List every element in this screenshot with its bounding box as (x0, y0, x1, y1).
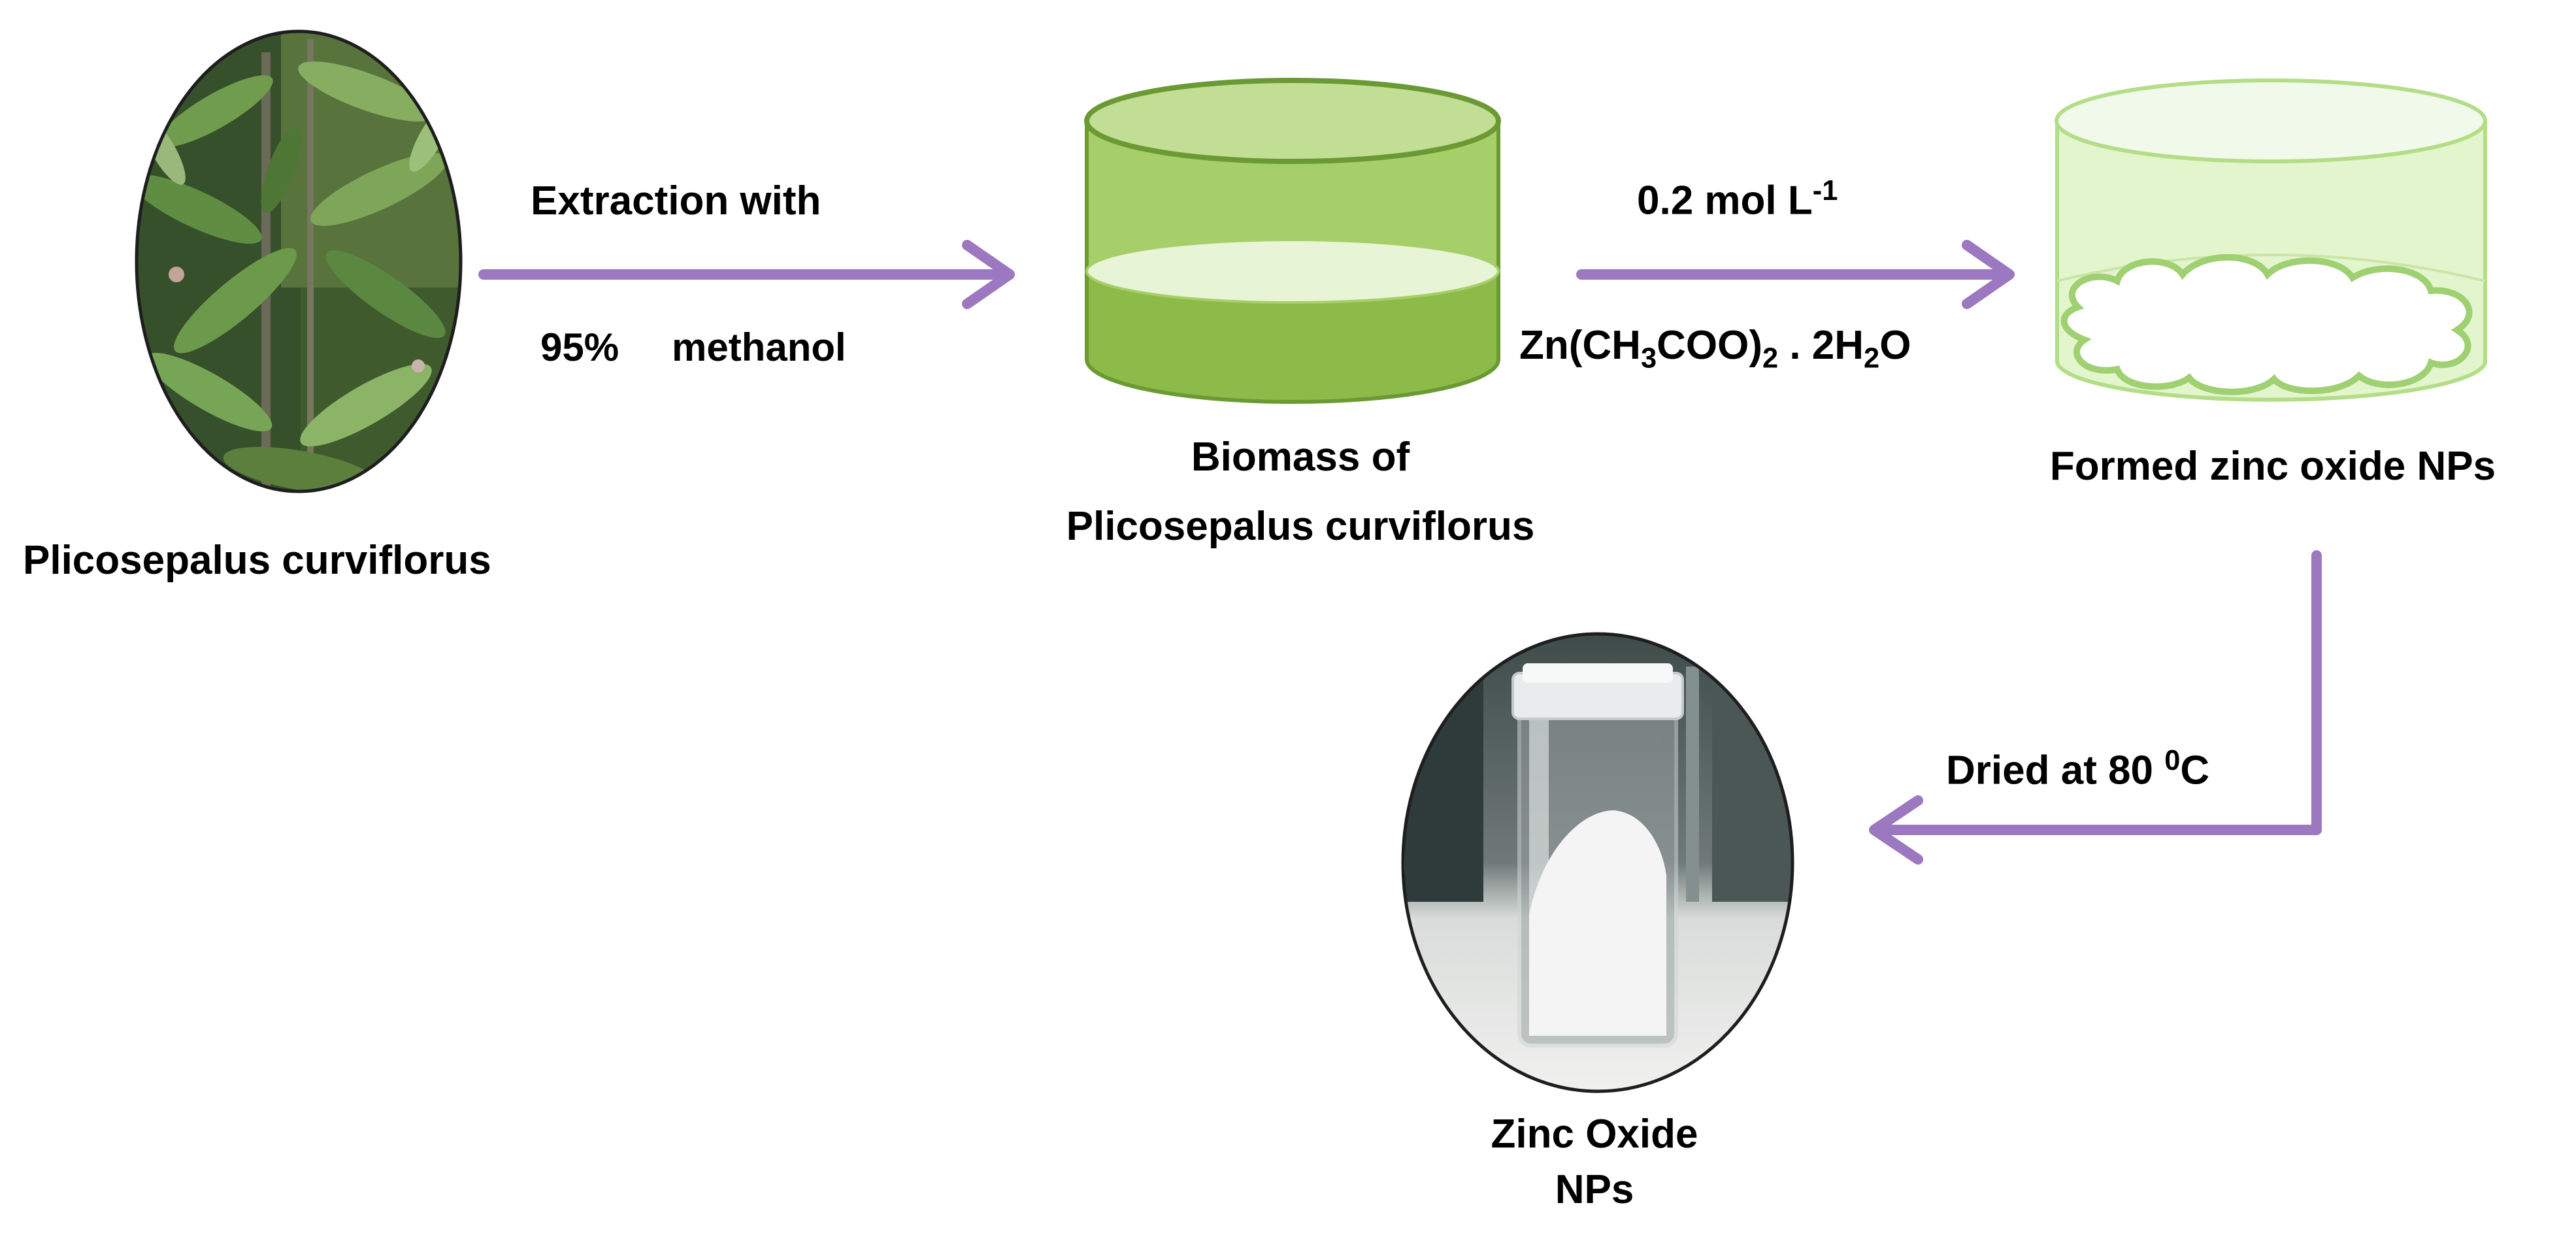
zno-vial-photo (1401, 632, 1794, 1093)
biomass-label-line2: Plicosepalus curviflorus (1066, 504, 1535, 549)
cloud-precipitate-icon (2060, 254, 2473, 395)
biomass-label-line1: Biomass of (1191, 435, 1410, 480)
zno-label-line1: Zinc Oxide (1491, 1112, 1698, 1157)
formula-subscript: 2 (1864, 342, 1880, 374)
plant-label: Plicosepalus curviflorus (23, 538, 491, 583)
extraction-solvent: methanol (672, 325, 846, 369)
drying-unit: C (2180, 748, 2210, 793)
extraction-percent: 95% (540, 325, 619, 369)
drying-label: Dried at 80 0C (1946, 745, 2209, 794)
concentration-exponent: -1 (1812, 175, 1838, 206)
formed-nps-cylinder (2055, 78, 2487, 402)
formula-subscript: 3 (1640, 342, 1657, 374)
formula-part: Zn(CH (1519, 323, 1641, 368)
formula-subscript: 2 (1762, 342, 1779, 374)
formula-part: COO) (1657, 323, 1762, 368)
extraction-label: Extraction with (531, 178, 821, 223)
zinc-acetate-formula: Zn(CH3COO)2 . 2H2O (1519, 322, 1911, 374)
formula-part: . 2H (1778, 323, 1864, 368)
formed-nps-label: Formed zinc oxide NPs (2049, 444, 2496, 489)
arrow-drying (1869, 550, 2322, 865)
drying-degree: 0 (2164, 745, 2181, 776)
arrow-extraction (478, 240, 1015, 309)
drying-temp: Dried at 80 (1946, 748, 2165, 793)
zno-label-line2: NPs (1555, 1167, 1634, 1212)
formula-part: O (1879, 323, 1911, 368)
biomass-cylinder (1084, 78, 1501, 404)
concentration-label: 0.2 mol L-1 (1637, 175, 1838, 224)
arrow-zinc-salt (1576, 240, 2015, 309)
plant-photo (135, 29, 463, 493)
concentration-value: 0.2 mol L (1637, 178, 1813, 223)
